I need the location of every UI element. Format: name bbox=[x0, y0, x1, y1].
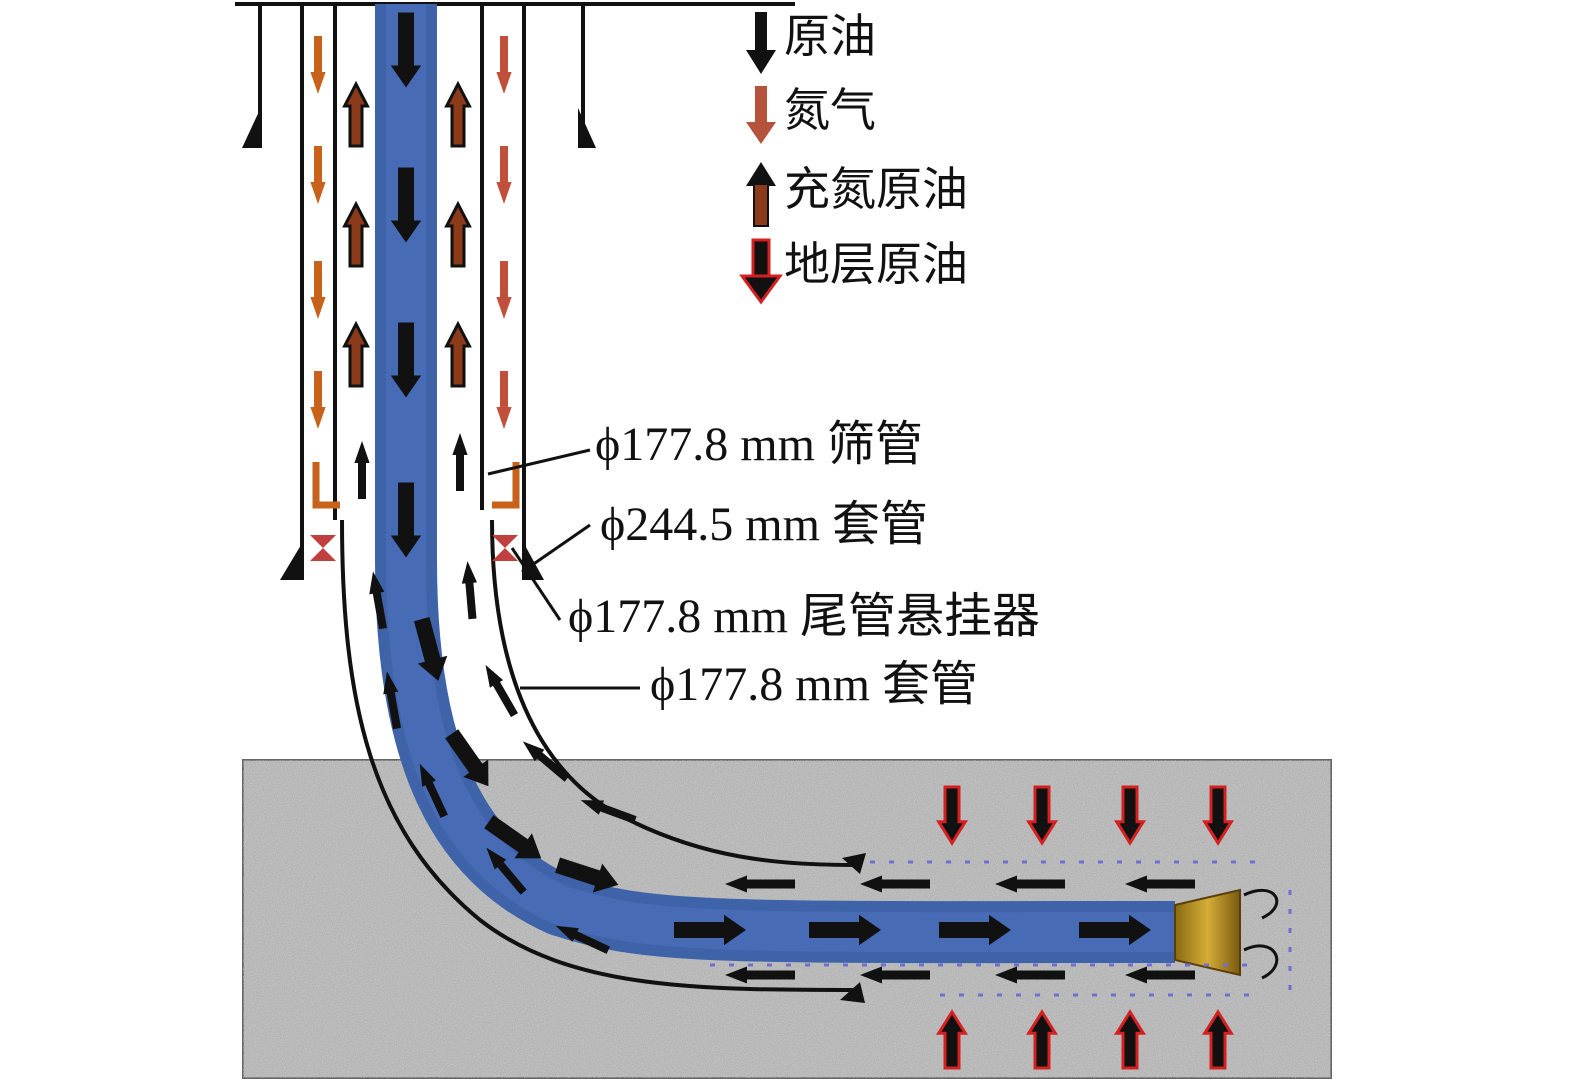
casing-177-label: ϕ177.8 mm 套管 bbox=[650, 658, 978, 711]
annulus-flow-arrow bbox=[555, 925, 610, 954]
screen-pipe-label: ϕ177.8 mm 筛管 bbox=[595, 418, 923, 471]
nitrogen-crude-flow-arrow bbox=[342, 320, 370, 388]
brown-down-arrow-icon bbox=[746, 86, 776, 144]
annulus-flow-arrow bbox=[1125, 966, 1195, 984]
formation-oil-arrow bbox=[1113, 785, 1147, 846]
formation-oil-arrow bbox=[935, 785, 969, 846]
nitrogen-flow-arrow bbox=[310, 261, 326, 319]
legend: 原油 氮气 充氮原油 地层原油 bbox=[739, 9, 968, 305]
annulus-flow-arrow bbox=[860, 966, 930, 984]
nitrogen-crude-flow-arrow bbox=[342, 80, 370, 148]
brown-up-arrow-icon bbox=[746, 162, 776, 227]
legend-item-crude-oil: 原油 bbox=[746, 9, 876, 74]
annulus-flow-arrow bbox=[354, 441, 370, 499]
annulus-flow-arrow bbox=[522, 741, 570, 782]
nitrogen-uturn-right bbox=[492, 462, 520, 509]
nitrogen-flow-arrow bbox=[496, 261, 512, 319]
crude-oil-flow-arrow bbox=[445, 729, 489, 787]
nitrogen-uturn-left bbox=[312, 462, 340, 509]
legend-label: 氮气 bbox=[784, 83, 876, 137]
annulus-flow-arrow bbox=[995, 966, 1065, 984]
nitrogen-crude-flow-arrow bbox=[444, 200, 472, 268]
nitrogen-flow-arrow bbox=[496, 146, 512, 204]
legend-item-formation-oil: 地层原油 bbox=[739, 237, 968, 305]
casing-244-walls bbox=[280, 4, 544, 580]
liner-hanger-left bbox=[310, 535, 336, 561]
legend-item-nitrogen-crude: 充氮原油 bbox=[746, 162, 968, 227]
annulus-flow-arrow bbox=[369, 571, 387, 630]
formation-oil-arrow bbox=[1025, 1009, 1059, 1070]
nitrogen-flow-arrow bbox=[310, 371, 326, 429]
crude-oil-flow-arrow bbox=[390, 12, 422, 88]
formation-oil-arrow bbox=[935, 1009, 969, 1070]
conductor-casing bbox=[242, 4, 596, 148]
legend-label: 充氮原油 bbox=[784, 162, 968, 216]
screen-pipe-walls bbox=[333, 4, 484, 520]
annulus-flow-arrow bbox=[383, 671, 401, 730]
nitrogen-crude-flow-arrow bbox=[444, 320, 472, 388]
crude-oil-flow-arrow bbox=[809, 914, 881, 946]
annulus-flow-arrow bbox=[580, 800, 637, 824]
liner-hanger-label: ϕ177.8 mm 尾管悬挂器 bbox=[568, 590, 1040, 643]
nitrogen-crude-flow-arrow bbox=[342, 200, 370, 268]
casing-244-label: ϕ244.5 mm 套管 bbox=[600, 498, 928, 551]
annulus-flow-arrow bbox=[419, 763, 448, 818]
annulus-flow-arrow bbox=[1125, 875, 1195, 893]
nitrogen-flow-arrow bbox=[310, 146, 326, 204]
annulus-flow-arrow bbox=[486, 847, 527, 895]
annulus-flow-arrow bbox=[860, 875, 930, 893]
nitrogen-crude-flow-arrow bbox=[444, 80, 472, 148]
nitrogen-flow-arrow bbox=[310, 36, 326, 94]
annulus-flow-arrow bbox=[725, 875, 795, 893]
annulus-flow-arrow bbox=[485, 664, 518, 718]
crude-oil-flow-arrow bbox=[674, 914, 746, 946]
crude-oil-flow-arrow bbox=[414, 617, 448, 681]
red-outlined-down-arrow-icon bbox=[739, 238, 783, 305]
crude-oil-flow-arrow bbox=[390, 167, 422, 243]
formation-oil-arrow bbox=[1201, 785, 1235, 846]
crude-oil-flow-arrow bbox=[390, 322, 422, 398]
nitrogen-flow-arrow bbox=[496, 36, 512, 94]
callout-leaders bbox=[487, 448, 640, 690]
crude-oil-flow-arrow bbox=[1079, 914, 1151, 946]
perforation-dots bbox=[710, 860, 1292, 997]
nitrogen-flow-arrow bbox=[496, 371, 512, 429]
liner-hanger-right bbox=[492, 535, 518, 561]
legend-label: 地层原油 bbox=[784, 237, 968, 291]
annulus-flow-arrow bbox=[995, 875, 1065, 893]
formation-oil-arrow bbox=[1201, 1009, 1235, 1070]
crude-oil-flow-arrow bbox=[555, 857, 619, 893]
annulus-flow-arrow bbox=[452, 433, 468, 491]
annulus-flow-arrow bbox=[725, 966, 795, 984]
drill-bit bbox=[1174, 888, 1279, 980]
formation-oil-arrow bbox=[1113, 1009, 1147, 1070]
legend-item-nitrogen: 氮气 bbox=[746, 83, 876, 144]
black-down-arrow-icon bbox=[746, 12, 776, 74]
crude-oil-flow-arrow bbox=[390, 482, 422, 558]
formation-oil-arrow bbox=[1025, 785, 1059, 846]
crude-oil-flow-arrow bbox=[484, 815, 542, 859]
crude-oil-flow-arrow bbox=[939, 914, 1011, 946]
annulus-flow-arrow bbox=[461, 561, 477, 620]
flow-arrows bbox=[310, 12, 1235, 1070]
legend-label: 原油 bbox=[784, 9, 876, 63]
